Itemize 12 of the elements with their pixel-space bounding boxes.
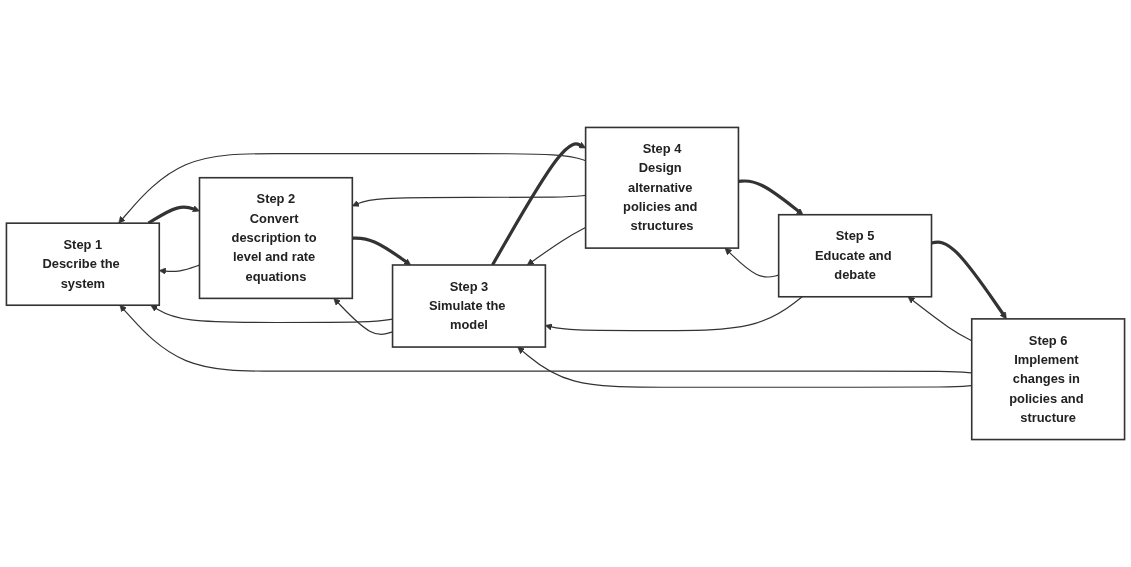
node-box: Step 2 Convert description to level and rate equations	[198, 176, 354, 300]
arrow	[738, 179, 804, 216]
node-box: Step 1 Describe the system	[5, 222, 161, 307]
arrow	[147, 205, 200, 225]
node-box: Step 5 Educate and debate	[777, 213, 933, 298]
arrow	[545, 296, 803, 332]
arrow	[931, 240, 1007, 320]
arrow	[491, 141, 586, 266]
node-box: Step 3 Simulate the model	[391, 264, 547, 348]
node-box: Step 6 Implement changes in policies and structure	[970, 318, 1126, 441]
node-box: Step 4 Design alternative policies and structures	[584, 126, 740, 249]
arrow	[352, 236, 412, 266]
